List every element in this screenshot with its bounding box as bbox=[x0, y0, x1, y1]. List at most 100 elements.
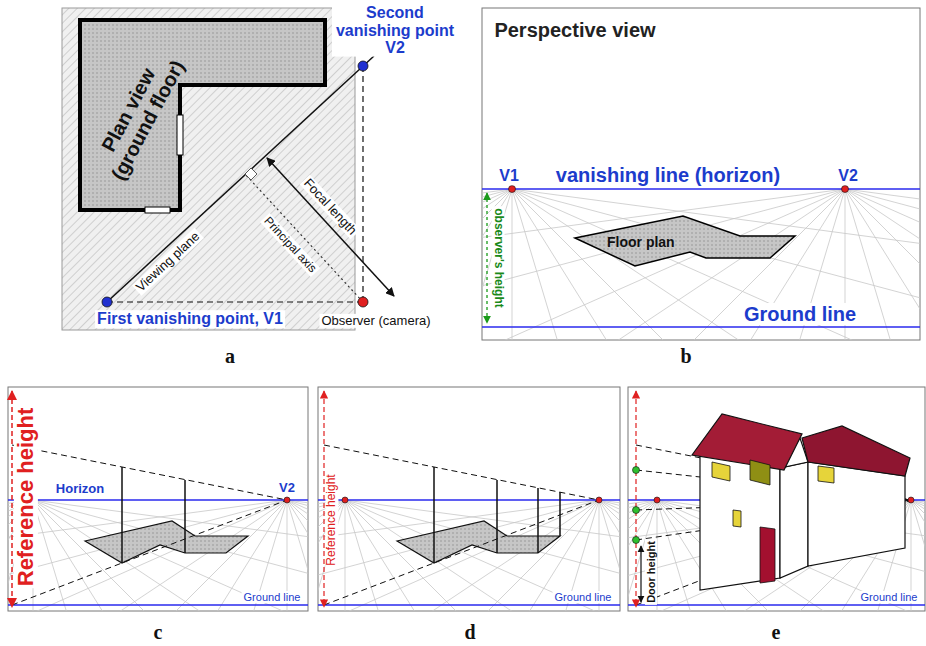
perspective-ray bbox=[911, 500, 925, 611]
perspective-ray bbox=[287, 500, 308, 611]
perspective-ray bbox=[512, 189, 513, 340]
perspective-ray bbox=[845, 189, 920, 340]
perspective-ray bbox=[911, 500, 925, 611]
perspective-ray bbox=[318, 500, 345, 611]
line-label: Ground line bbox=[859, 591, 920, 603]
perspective-ray bbox=[628, 500, 657, 611]
perspective-ray bbox=[911, 500, 925, 611]
perspective-ray bbox=[512, 189, 920, 340]
panel-letter: b bbox=[678, 345, 693, 367]
floor-plan bbox=[397, 521, 560, 563]
perspective-ray bbox=[845, 189, 920, 340]
window bbox=[818, 466, 834, 483]
perspective-rays bbox=[0, 189, 926, 646]
floor-plan bbox=[85, 521, 248, 563]
ground-line bbox=[628, 604, 925, 605]
horizon-line bbox=[482, 188, 920, 190]
perspective-ray bbox=[8, 500, 287, 611]
line-label: Ground line bbox=[553, 591, 614, 603]
vanishing-point bbox=[908, 497, 914, 503]
perspective-ray bbox=[318, 500, 599, 611]
dimension-label: Focal length bbox=[299, 175, 360, 240]
perspective-ray bbox=[599, 500, 620, 611]
ground-line bbox=[8, 604, 308, 605]
vanishing-point bbox=[284, 497, 290, 503]
dashed-line bbox=[324, 445, 599, 500]
height-mark bbox=[633, 467, 640, 474]
perspective-ray bbox=[287, 500, 308, 611]
perspective-ray bbox=[349, 500, 599, 611]
perspective-ray bbox=[599, 500, 620, 611]
perspective-ray bbox=[482, 189, 512, 340]
wall-edge bbox=[496, 480, 498, 553]
perspective-ray bbox=[845, 189, 920, 340]
dimension-label: Reference height bbox=[325, 472, 338, 567]
perspective-ray bbox=[287, 500, 308, 611]
node-outline bbox=[80, 20, 325, 210]
panel-frame bbox=[482, 8, 920, 340]
ground-line bbox=[318, 604, 620, 605]
perspective-ray bbox=[911, 500, 925, 611]
panel-d bbox=[318, 391, 620, 607]
perspective-ray bbox=[318, 500, 345, 611]
perspective-ray bbox=[482, 189, 512, 340]
wall-edge bbox=[433, 467, 435, 563]
wall-edge bbox=[559, 492, 561, 536]
dimension-label: Reference height bbox=[14, 406, 38, 589]
perspective-ray bbox=[628, 500, 657, 611]
door bbox=[760, 527, 775, 583]
window bbox=[750, 460, 770, 485]
perspective-ray bbox=[318, 500, 345, 611]
perspective-ray bbox=[628, 500, 657, 611]
perspective-ray bbox=[845, 189, 920, 340]
door-height-arrow bbox=[640, 546, 641, 602]
reference-arrow bbox=[11, 391, 13, 607]
panel-title: Perspective view bbox=[492, 19, 657, 41]
panel-d-figure bbox=[324, 391, 602, 607]
window-opening bbox=[145, 207, 170, 213]
perspective-ray bbox=[318, 500, 345, 611]
panel-frame bbox=[8, 387, 308, 611]
dashed-line bbox=[12, 500, 287, 605]
vanishing-point bbox=[342, 497, 348, 503]
perspective-ray bbox=[628, 500, 657, 611]
viewing-plane bbox=[107, 56, 374, 302]
perspective-ray bbox=[482, 189, 512, 340]
perspective-ray bbox=[911, 500, 925, 611]
observer-label: Observer (camera) bbox=[319, 314, 432, 328]
vanishing-point bbox=[358, 61, 368, 71]
window bbox=[733, 510, 741, 527]
outline-shape bbox=[80, 20, 325, 210]
panel-letter: a bbox=[223, 345, 237, 367]
panel-b bbox=[482, 186, 920, 328]
perspective-ray bbox=[599, 500, 620, 611]
vanishing-point-label: V1 bbox=[497, 167, 521, 185]
window bbox=[712, 462, 730, 481]
perspective-ray bbox=[318, 500, 599, 611]
perspective-ray bbox=[512, 189, 762, 340]
perspective-ray bbox=[657, 500, 658, 611]
perspective-ray bbox=[512, 189, 632, 340]
perspective-ray bbox=[845, 189, 920, 340]
ray-group bbox=[482, 189, 920, 340]
perspective-ray bbox=[599, 500, 620, 611]
vanishing-point bbox=[596, 497, 602, 503]
observer-point bbox=[358, 297, 368, 307]
perspective-ray bbox=[628, 500, 657, 611]
line-label: vanishing line (horizon) bbox=[554, 164, 782, 186]
perspective-ray bbox=[318, 500, 345, 611]
perspective-ray bbox=[628, 500, 657, 611]
perspective-ray bbox=[512, 189, 920, 340]
axis-label: Principal axis bbox=[260, 213, 320, 277]
perspective-ray bbox=[482, 189, 845, 340]
plan-title: Plan view (ground floor) bbox=[85, 41, 192, 190]
perspective-ray bbox=[8, 500, 287, 611]
perspective-ray bbox=[287, 500, 308, 611]
wall bbox=[780, 462, 808, 578]
perspective-ray bbox=[599, 500, 600, 611]
panel-frame bbox=[318, 387, 620, 611]
panel-letter: d bbox=[462, 621, 477, 643]
wall bbox=[808, 462, 905, 566]
dimension-label: observer's height bbox=[491, 206, 504, 310]
perspective-ray bbox=[318, 500, 345, 611]
